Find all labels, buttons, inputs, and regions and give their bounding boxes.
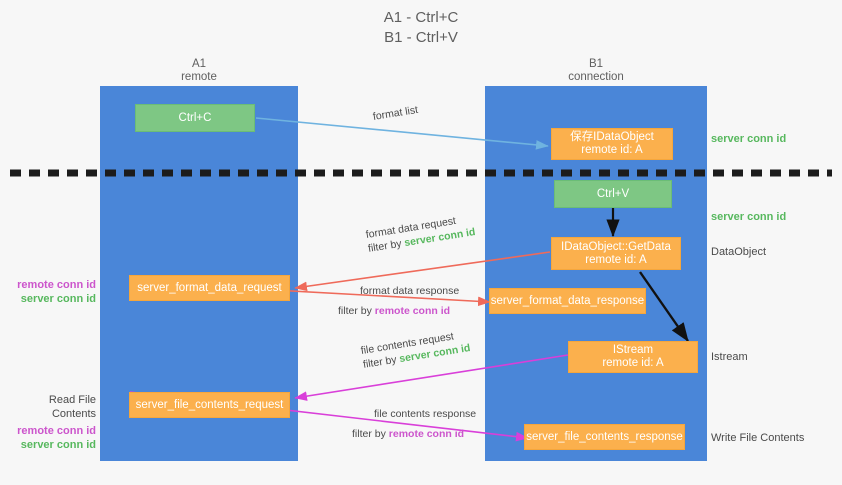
lane-header-b1: B1 connection <box>485 58 707 84</box>
lane-a1-name: A1 <box>191 58 207 70</box>
read-file-remote-conn-id-label: remote conn id <box>17 425 96 437</box>
node-istream[interactable]: IStream remote id: A <box>568 341 698 373</box>
right-dataobject-label: DataObject <box>711 246 767 258</box>
edge-label-file-contents-request-prefix: filter by <box>362 353 398 371</box>
left-annotation-read-file-contents: Read File Contents remote conn id server… <box>4 393 96 452</box>
left-server-conn-id-label: server conn id <box>20 293 96 305</box>
edge-label-format-data-response-text: format data response <box>360 285 460 297</box>
node-server-file-contents-response[interactable]: server_file_contents_response <box>524 424 685 450</box>
edge-label-format-data-response-key: remote conn id <box>374 305 451 317</box>
node-ctrl-v[interactable]: Ctrl+V <box>554 180 672 208</box>
node-server-file-contents-request[interactable]: server_file_contents_request <box>129 392 290 418</box>
title-line-2: B1 - Ctrl+V <box>384 29 458 46</box>
lane-header-a1: A1 remote <box>100 58 298 84</box>
node-idataobject-getdata[interactable]: IDataObject::GetData remote id: A <box>551 237 681 270</box>
right-write-file-contents-label: Write File Contents <box>711 432 805 444</box>
page-title: A1 - Ctrl+C B1 - Ctrl+V <box>0 8 842 48</box>
edge-label-format-list-text: format list <box>372 103 419 123</box>
read-file-server-conn-id-label: server conn id <box>20 439 96 451</box>
node-idataobject-save[interactable]: 保存IDataObject remote id: A <box>551 128 673 160</box>
left-annotation-conn-ids: remote conn id server conn id <box>8 278 96 306</box>
read-file-contents-heading: Read File Contents <box>48 394 96 420</box>
edge-label-file-contents-response-text: file contents response <box>374 408 477 420</box>
edge-label-format-list: format list <box>372 103 419 124</box>
node-server-format-data-response[interactable]: server_format_data_response <box>489 288 646 314</box>
node-ctrl-c[interactable]: Ctrl+C <box>135 104 255 132</box>
right-istream-label: Istream <box>711 351 748 363</box>
title-line-1: A1 - Ctrl+C <box>383 9 459 26</box>
edge-label-file-contents-response-prefix: filter by <box>352 428 386 440</box>
edge-label-file-contents-response: file contents response filter by remote … <box>352 407 477 441</box>
edge-label-file-contents-request: file contents request filter by server c… <box>360 327 472 372</box>
edge-label-format-data-response: format data response filter by remote co… <box>338 284 460 318</box>
edge-label-format-data-request-prefix: filter by <box>367 237 403 255</box>
right-server-conn-id-1: server conn id <box>711 133 787 145</box>
right-server-conn-id-2: server conn id <box>711 211 787 223</box>
node-server-format-data-request[interactable]: server_format_data_request <box>129 275 290 301</box>
lane-a1-sub: remote <box>181 71 217 83</box>
edge-label-file-contents-response-key: remote conn id <box>388 428 465 440</box>
left-remote-conn-id-label: remote conn id <box>17 279 96 291</box>
lane-b1-sub: connection <box>568 71 624 83</box>
edge-label-format-data-response-prefix: filter by <box>338 305 372 317</box>
edge-label-format-data-request: format data request filter by server con… <box>365 211 477 256</box>
lane-b1-name: B1 <box>588 58 604 70</box>
